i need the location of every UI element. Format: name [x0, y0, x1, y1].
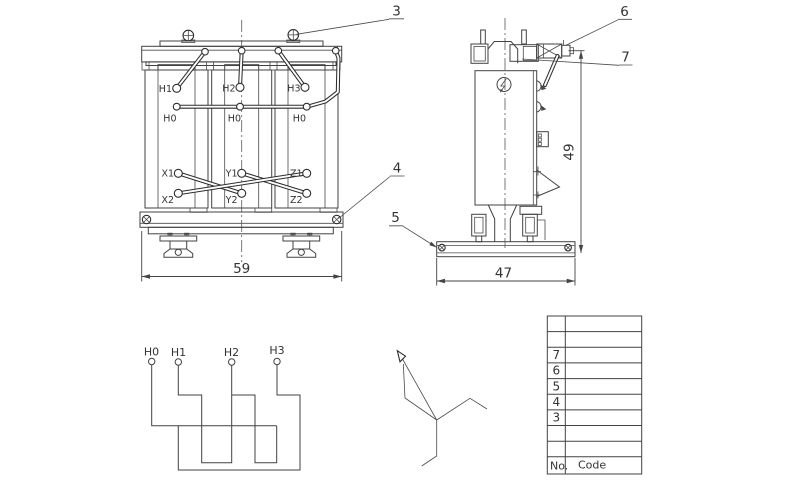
phasor-arrow-line — [402, 358, 438, 421]
lifting-lug-icon — [286, 29, 301, 43]
bolt-icon — [274, 46, 283, 55]
terminal-y1 — [237, 168, 247, 178]
title-block-table: 7 6 5 4 3 No. Code — [546, 315, 643, 475]
callout-label-6: 6 — [620, 4, 629, 20]
table-header-code: Code — [578, 459, 606, 472]
roller-wheel — [282, 232, 321, 258]
wiring-terminal-h0 — [148, 357, 156, 366]
lifting-lug-icon — [181, 29, 196, 43]
callout-3: 3 — [296, 4, 404, 35]
dimension-47: 47 — [436, 258, 576, 286]
terminal-x2 — [173, 188, 183, 198]
callout-label-4: 4 — [393, 161, 402, 177]
front-view: H1 H2 H3 H0 H0 H0 X1 X2 Y1 Y2 Z1 Z2 — [139, 4, 405, 282]
wiring-label-h1: H1 — [171, 346, 186, 359]
bottom-clamp-beam — [139, 211, 344, 235]
terminal-h2 — [235, 82, 245, 92]
wiring-path-h2 — [231, 365, 278, 464]
phasor-branch-left — [402, 363, 437, 421]
table-row-number: 6 — [552, 364, 560, 378]
terminal-h0 — [172, 102, 181, 111]
wall-bracket — [533, 166, 561, 199]
table-row-number: 7 — [552, 348, 560, 362]
callout-6: 6 — [566, 4, 632, 46]
table-row-number: 5 — [552, 379, 560, 393]
dimension-59: 59 — [141, 231, 343, 282]
callout-label-5: 5 — [391, 210, 400, 226]
lv-connection-rods — [176, 171, 309, 196]
terminal-y2 — [237, 188, 247, 198]
side-top-clamp — [470, 29, 539, 64]
wiring-terminal-h2 — [228, 358, 236, 366]
callout-5: 5 — [389, 210, 437, 248]
terminal-h0 — [302, 102, 311, 111]
bolt-icon — [201, 47, 209, 56]
wiring-terminal-h3 — [273, 357, 281, 366]
table-row-number: 4 — [552, 395, 560, 409]
wiring-terminal-h1 — [174, 358, 183, 366]
terminal-label-h0: H0 — [163, 114, 176, 125]
phasor-branch-down — [421, 420, 438, 467]
terminal-x1 — [173, 168, 183, 178]
terminal-label-y1: Y1 — [225, 169, 238, 180]
bolt-icon — [564, 243, 572, 252]
bushing-icon — [536, 101, 547, 113]
wiring-diagram: H0 H1 H2 H3 — [144, 344, 301, 471]
terminal-z1 — [302, 168, 312, 178]
terminal-box — [536, 131, 549, 148]
terminal-z2 — [302, 188, 312, 198]
danger-lightning-icon — [496, 77, 512, 93]
dim-value-47: 47 — [495, 266, 512, 282]
terminal-h3 — [300, 82, 310, 92]
phasor-branch-right — [436, 397, 488, 421]
callout-label-3: 3 — [392, 4, 401, 20]
terminal-label-z1: Z1 — [290, 169, 303, 180]
callout-label-7: 7 — [621, 50, 630, 66]
terminal-label-h3: H3 — [287, 84, 300, 95]
bushing-icon — [536, 80, 547, 92]
coil-column — [274, 64, 339, 213]
hv-connection-rods — [174, 48, 341, 109]
vector-group-symbol — [396, 349, 488, 467]
hv-bushing-bracket — [536, 40, 574, 59]
side-view: 47 49 5 6 7 — [389, 4, 633, 286]
side-base-assembly — [436, 204, 576, 258]
wiring-label-h2: H2 — [224, 346, 239, 359]
terminal-h1 — [172, 83, 182, 93]
roller-wheel — [159, 232, 198, 258]
dim-value-59: 59 — [233, 261, 250, 277]
terminal-label-h1: H1 — [159, 84, 172, 95]
terminal-label-h2: H2 — [222, 84, 235, 95]
table-row-number: 3 — [552, 411, 560, 425]
callout-4: 4 — [338, 161, 405, 219]
terminal-h0 — [236, 102, 244, 111]
wiring-path-h3 — [177, 364, 301, 471]
table-row-lines — [547, 331, 642, 458]
dim-value-49: 49 — [562, 143, 578, 160]
bolt-icon — [331, 46, 340, 55]
callout-7: 7 — [521, 50, 633, 66]
terminal-label-x2: X2 — [161, 195, 174, 206]
terminal-label-y2: Y2 — [225, 195, 238, 206]
terminal-label-h0: H0 — [228, 114, 241, 125]
wiring-label-h3: H3 — [269, 344, 284, 357]
bolt-icon — [331, 214, 342, 225]
dimension-49: 49 — [562, 50, 585, 253]
bolt-icon — [438, 243, 446, 252]
bolt-icon — [141, 214, 152, 225]
terminal-label-x1: X1 — [161, 169, 174, 180]
wiring-path-h0 — [151, 364, 277, 427]
terminal-label-h0: H0 — [293, 114, 306, 125]
table-header-no: No. — [550, 460, 568, 473]
bolt-icon — [237, 46, 246, 55]
phasor-arrowhead-icon — [396, 349, 407, 363]
table-border — [546, 315, 643, 475]
wiring-label-h0: H0 — [144, 346, 159, 359]
wiring-path-h1 — [177, 365, 233, 464]
terminal-label-z2: Z2 — [290, 195, 303, 206]
